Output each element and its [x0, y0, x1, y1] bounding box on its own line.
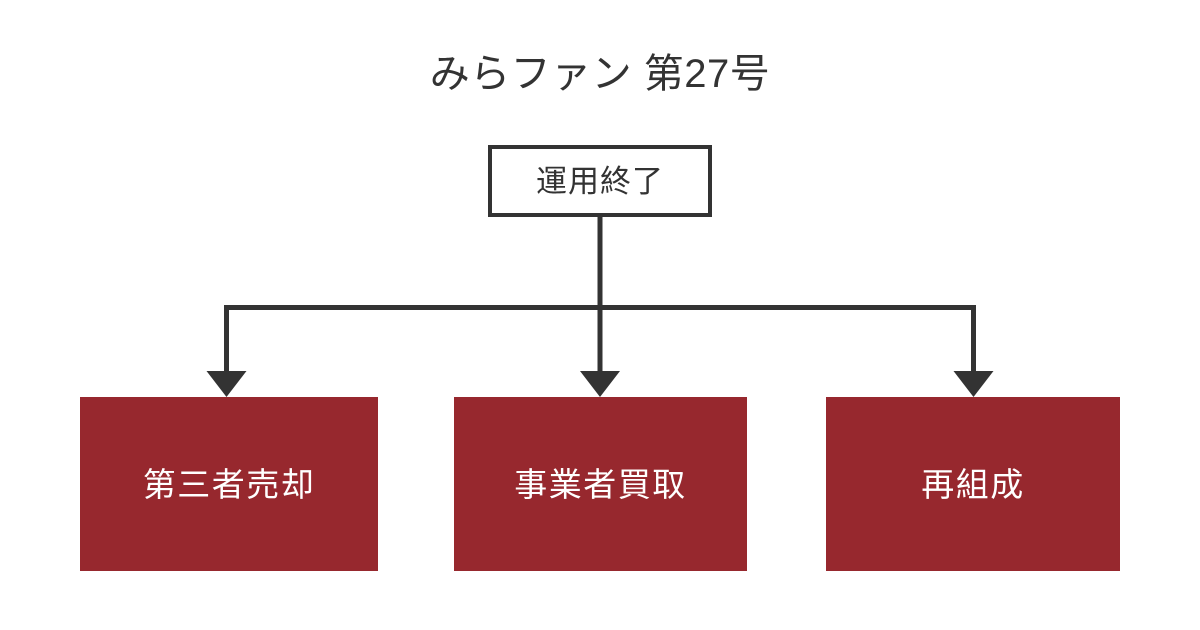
node-outcome-label: 再組成 [921, 465, 1025, 503]
node-outcome-label: 事業者買取 [514, 465, 687, 503]
node-outcome-operator-buyback: 事業者買取 [454, 397, 747, 571]
arrowhead-left [206, 371, 247, 397]
page-title: みらファン 第27号 [429, 52, 771, 96]
node-outcome-third-party-sale: 第三者売却 [80, 397, 378, 571]
arrowhead-right [953, 371, 994, 397]
node-root-label: 運用終了 [536, 163, 664, 199]
node-outcome-label: 第三者売却 [142, 465, 316, 503]
node-outcome-restructuring: 再組成 [826, 397, 1120, 571]
node-root-operation-end: 運用終了 [488, 145, 712, 217]
arrowhead-center [580, 371, 620, 397]
